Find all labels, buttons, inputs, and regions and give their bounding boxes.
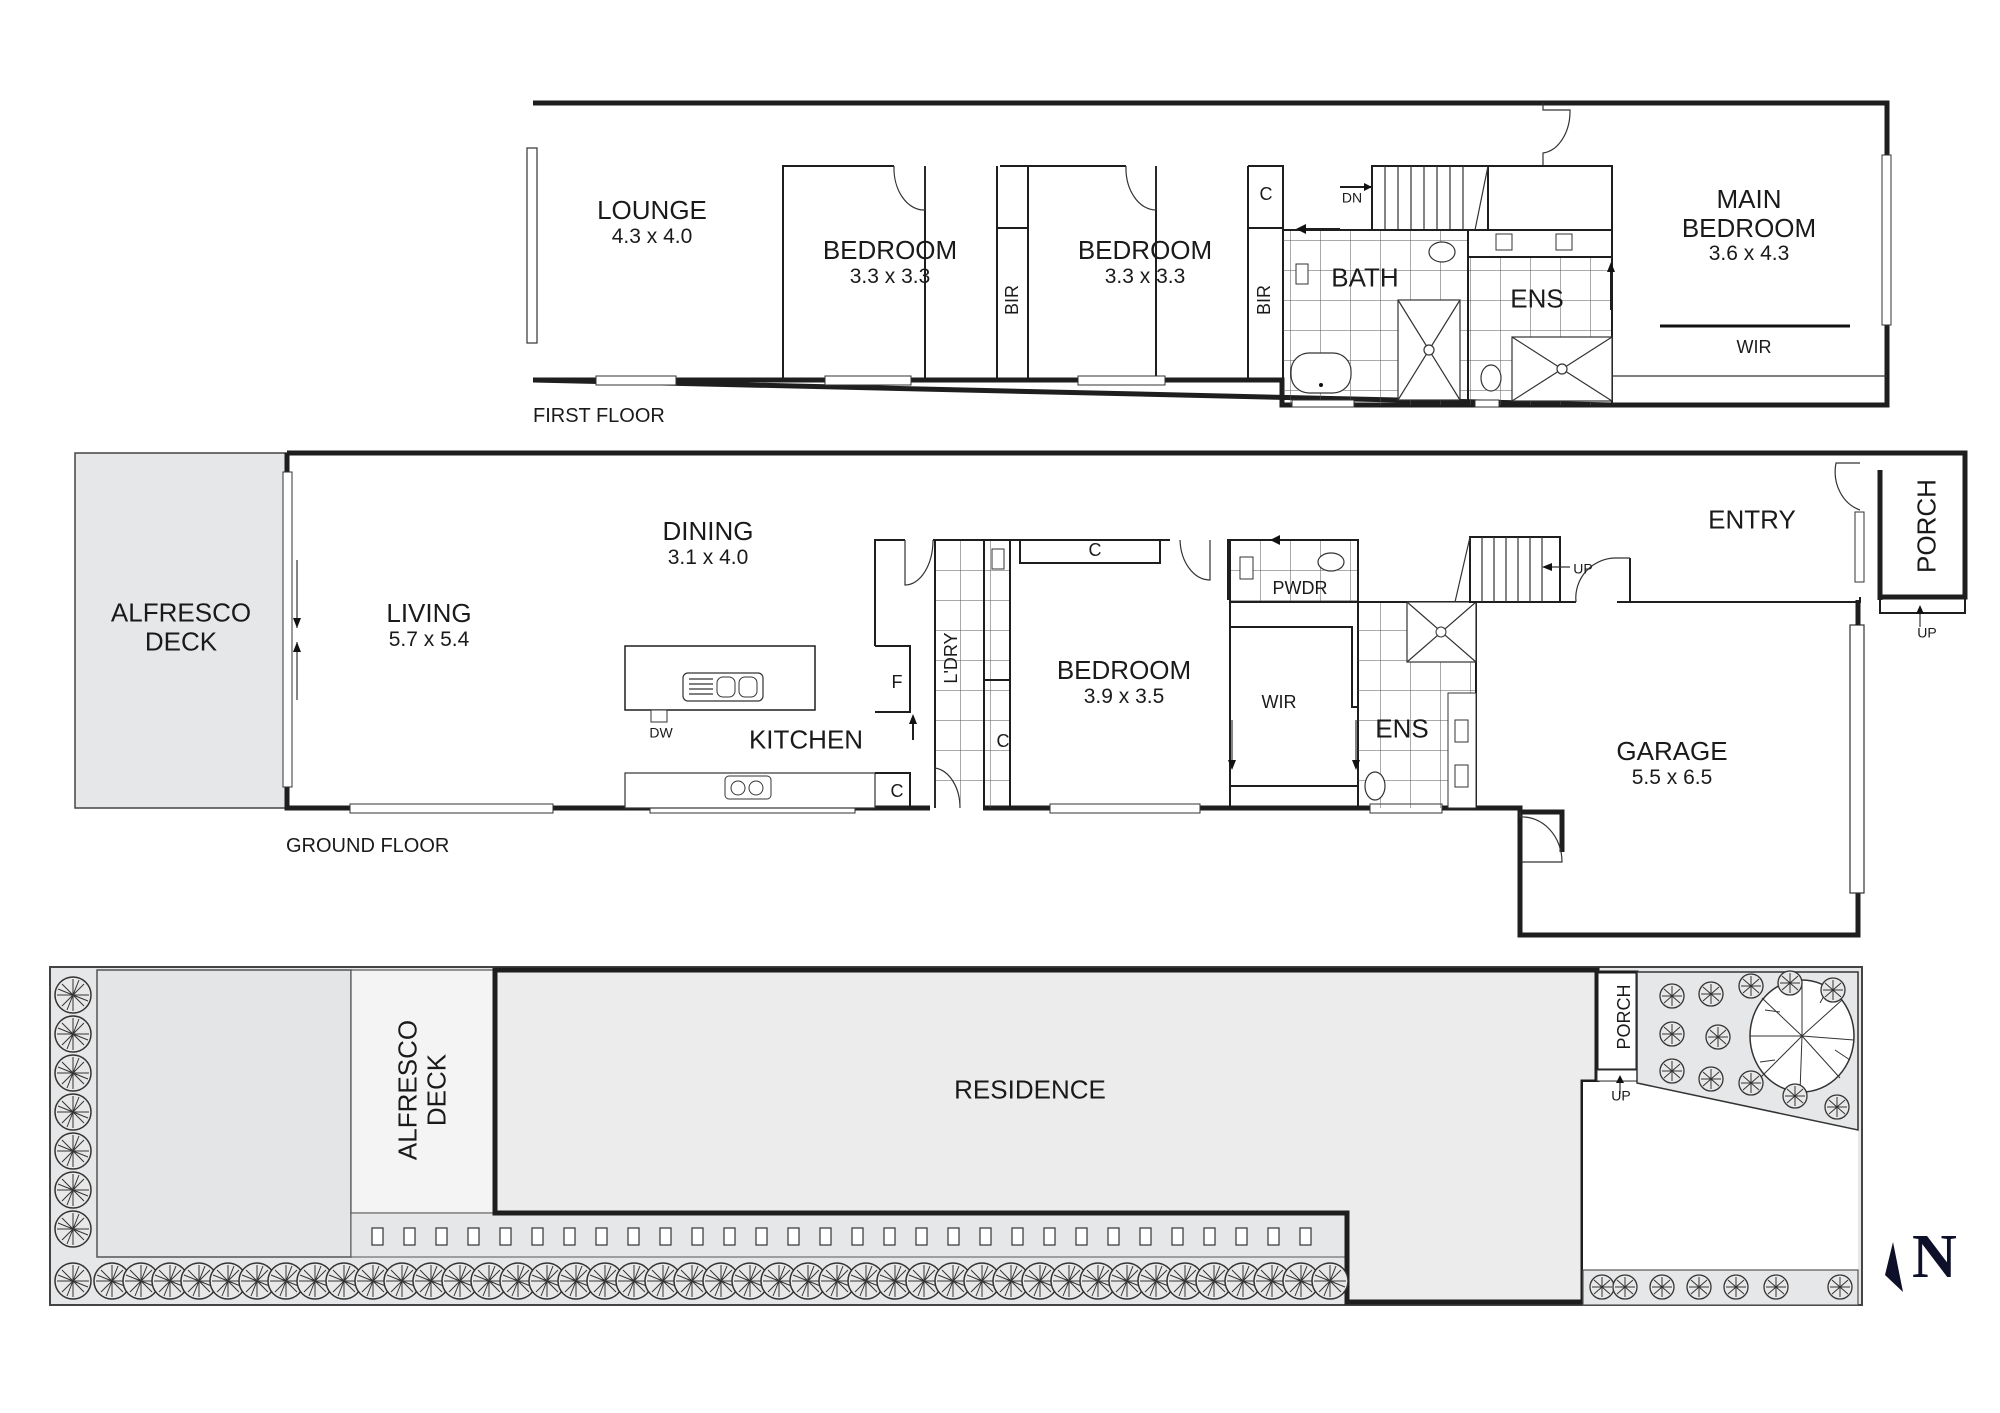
bedroom-cupboard-label: C	[1088, 540, 1102, 561]
room-garage: GARAGE 5.5 x 6.5	[1616, 737, 1727, 789]
room-bir-2: BIR	[1254, 284, 1275, 316]
ground-floor-title: GROUND FLOOR	[286, 835, 450, 857]
site-residence: RESIDENCE	[954, 1074, 1106, 1105]
room-name-line2: BEDROOM	[1681, 212, 1817, 243]
room-dimensions: 3.3 x 3.3	[849, 264, 931, 288]
dishwasher-label: DW	[649, 724, 673, 741]
room-bir-1: BIR	[1002, 284, 1023, 316]
room-name-line1: MAIN	[1716, 183, 1782, 214]
hall-cupboard-label: C	[996, 731, 1010, 752]
room-bedroom-3: BEDROOM 3.3 x 3.3	[1078, 236, 1212, 288]
room-name: BEDROOM	[1077, 235, 1213, 266]
room-bath: BATH	[1331, 262, 1399, 293]
room-bedroom-ground: BEDROOM 3.9 x 3.5	[1057, 656, 1191, 708]
room-name: BEDROOM	[1056, 655, 1192, 686]
compass-north-label: N	[1912, 1223, 1957, 1291]
room-powder: PWDR	[1272, 578, 1328, 599]
room-dining: DINING 3.1 x 4.0	[663, 517, 754, 569]
room-name-line1: ALFRESCO	[110, 597, 252, 628]
porch-step-up-label: UP	[1917, 624, 1937, 641]
site-porch-step-up-label: UP	[1611, 1087, 1631, 1104]
room-wir: WIR	[1736, 337, 1772, 358]
room-name-line2: DECK	[144, 626, 218, 656]
room-porch: PORCH	[1911, 479, 1942, 573]
room-name: LIVING	[386, 598, 472, 629]
room-dimensions: 3.1 x 4.0	[667, 545, 749, 569]
room-name-line2: DECK	[421, 1053, 451, 1127]
first-floor-title: FIRST FLOOR	[533, 405, 665, 427]
site-porch: PORCH	[1614, 984, 1635, 1050]
room-entry: ENTRY	[1708, 504, 1796, 535]
room-name: BEDROOM	[822, 235, 958, 266]
kitchen-cupboard-label: C	[890, 781, 904, 802]
room-ensuite: ENS	[1510, 283, 1564, 314]
room-kitchen: KITCHEN	[748, 724, 864, 755]
room-cupboard: C	[1259, 184, 1273, 205]
room-name: DINING	[662, 516, 754, 547]
room-wir-ground: WIR	[1261, 692, 1297, 713]
room-laundry: L'DRY	[941, 632, 962, 684]
site-alfresco-deck: ALFRESCO DECK	[392, 1019, 451, 1161]
room-bedroom-2: BEDROOM 3.3 x 3.3	[823, 236, 957, 288]
room-name: LOUNGE	[597, 195, 707, 226]
room-main-bedroom: MAIN BEDROOM 3.6 x 4.3	[1682, 185, 1816, 265]
room-name: GARAGE	[1616, 736, 1728, 767]
room-dimensions: 5.5 x 6.5	[1631, 765, 1713, 789]
room-dimensions: 3.6 x 4.3	[1708, 242, 1790, 266]
room-ensuite-ground: ENS	[1375, 713, 1429, 744]
first-floor-plan	[526, 100, 1892, 408]
ground-floor-plan	[74, 450, 1968, 938]
room-dimensions: 3.9 x 3.5	[1083, 684, 1165, 708]
fridge-label: F	[891, 672, 903, 693]
room-dimensions: 5.7 x 5.4	[388, 627, 470, 651]
room-dimensions: 4.3 x 4.0	[611, 224, 693, 248]
room-living: LIVING 5.7 x 5.4	[386, 599, 471, 651]
compass-arrow-icon	[1885, 1242, 1903, 1292]
room-lounge: LOUNGE 4.3 x 4.0	[597, 196, 707, 248]
room-name-line1: ALFRESCO	[392, 1019, 423, 1161]
stairs-up-label: UP	[1573, 560, 1593, 577]
room-dimensions: 3.3 x 3.3	[1104, 264, 1186, 288]
site-plan	[49, 966, 1903, 1306]
stairs-down-label: DN	[1341, 189, 1363, 206]
room-alfresco-deck: ALFRESCO DECK	[111, 598, 251, 655]
